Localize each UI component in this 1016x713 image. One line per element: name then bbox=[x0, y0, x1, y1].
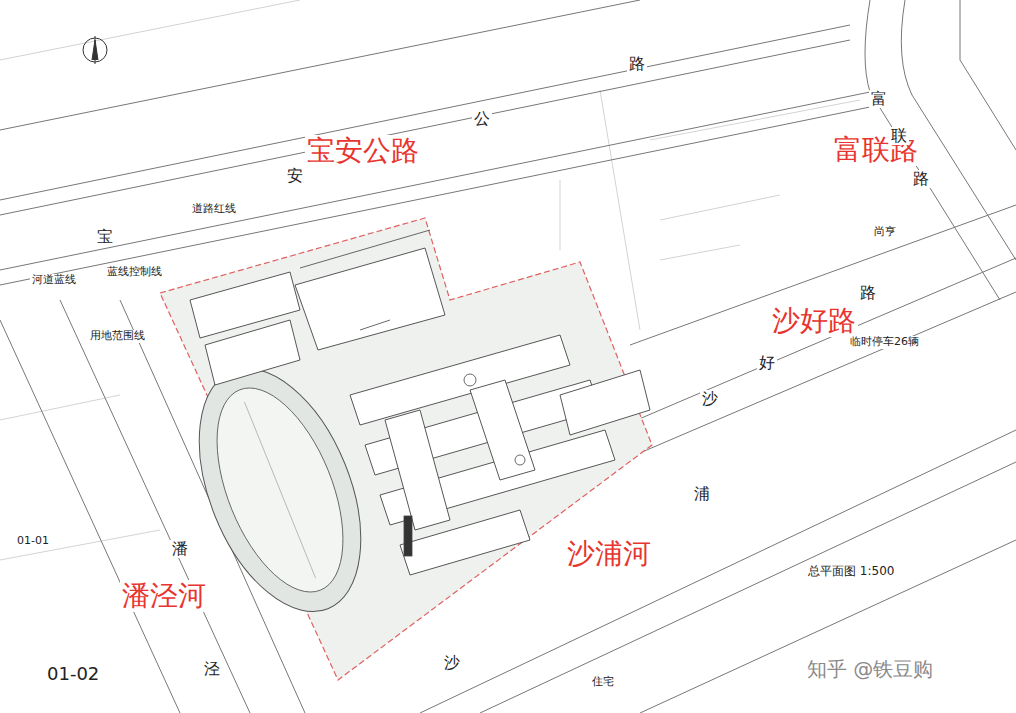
plan-note: 用地范围线 bbox=[88, 330, 147, 343]
plan-note: 尚亨 bbox=[872, 226, 898, 239]
plan-note: 住宅 bbox=[590, 676, 616, 689]
plan-note: 蓝线控制线 bbox=[105, 266, 164, 279]
place-name: 宝安公路 bbox=[305, 135, 421, 167]
place-name: 潘泾河 bbox=[120, 580, 208, 612]
road-character: 安 bbox=[285, 167, 305, 185]
road-character: 联 bbox=[889, 127, 909, 145]
road-character: 富 bbox=[869, 90, 889, 108]
road-character: 潘 bbox=[170, 540, 190, 558]
plan-note: 道路红线 bbox=[190, 203, 238, 216]
road-character: 好 bbox=[757, 354, 777, 372]
drawing-caption: 总平面图 1:500 bbox=[806, 565, 896, 579]
road-character: 路 bbox=[627, 55, 647, 73]
road-character: 公 bbox=[472, 110, 492, 128]
parcel-number: 01-02 bbox=[45, 664, 101, 685]
plan-note: 临时停车26辆 bbox=[848, 336, 921, 349]
place-name: 沙好路 bbox=[770, 305, 858, 337]
road-character: 沙 bbox=[700, 390, 720, 408]
plan-note: 01-01 bbox=[15, 535, 51, 548]
road-character: 路 bbox=[858, 284, 878, 302]
place-name: 沙浦河 bbox=[565, 538, 653, 570]
road-character: 泾 bbox=[202, 660, 222, 678]
road-character: 沙 bbox=[442, 654, 462, 672]
road-character: 浦 bbox=[692, 485, 712, 503]
road-character: 宝 bbox=[95, 228, 115, 246]
watermark: 知乎 @铁豆购 bbox=[805, 658, 935, 681]
plan-note: 河道蓝线 bbox=[30, 274, 78, 287]
road-character: 路 bbox=[911, 170, 931, 188]
